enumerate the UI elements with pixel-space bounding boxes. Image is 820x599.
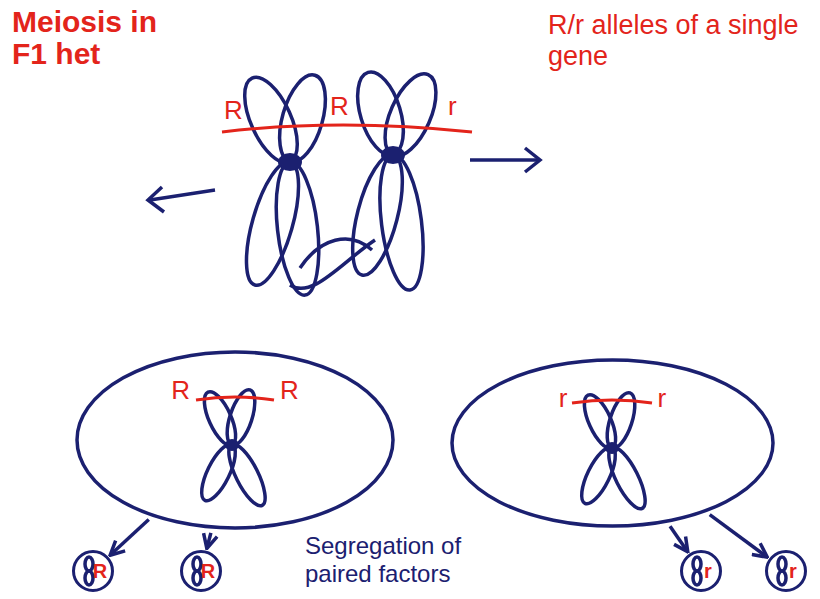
cell-oval: rr xyxy=(450,358,775,528)
gamete-circle: R xyxy=(72,550,114,592)
allele-letter: r xyxy=(704,560,712,583)
label-text: Segregation of paired factors xyxy=(305,532,500,587)
label-text: R xyxy=(224,96,254,126)
label-text: R/r alleles of a single gene xyxy=(548,10,810,72)
allele-letter: R xyxy=(171,376,190,406)
cell-outline xyxy=(75,350,395,530)
gamete-circle: r xyxy=(680,550,722,592)
title: Meiosis in F1 het xyxy=(12,6,177,69)
gamete-circle: r xyxy=(765,550,807,592)
cell-outline xyxy=(450,358,775,528)
allele-letter: R xyxy=(280,376,299,406)
allele-letter: r xyxy=(559,384,568,414)
segregation-arrow xyxy=(670,526,687,550)
allele-letter: r xyxy=(658,384,667,414)
allele-letter: r xyxy=(789,560,797,583)
gamete-circle: R xyxy=(180,550,222,592)
allele-letter: R xyxy=(93,560,107,583)
allele-letter: R xyxy=(201,560,215,583)
cell-oval: RR xyxy=(75,350,395,530)
segregation-arrow xyxy=(710,515,766,556)
segregation-arrow xyxy=(207,533,211,547)
label-text: R xyxy=(330,92,360,122)
segregation-arrow xyxy=(111,520,148,554)
label-text: r xyxy=(448,92,478,122)
